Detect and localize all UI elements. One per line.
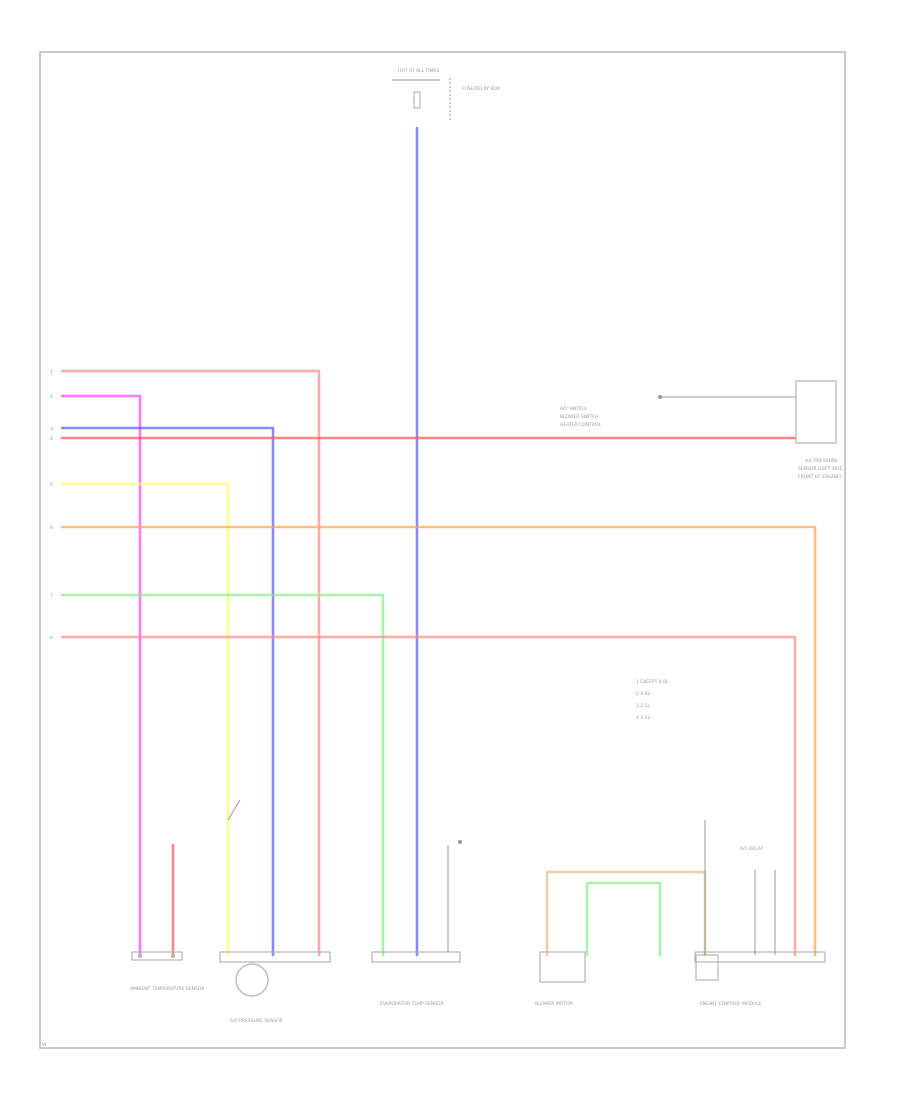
evaporator-connector: EVAPORATOR TEMP SENSOR	[371, 840, 462, 1007]
evaporator-ground-point	[458, 840, 462, 844]
ac-pressure-switch-body	[795, 380, 837, 444]
switch-label-6: FRONT OF ENGINE)	[798, 474, 842, 480]
footer-code: W	[42, 1042, 47, 1048]
side-pin-4: 4	[50, 436, 53, 442]
wire-magenta	[60, 394, 142, 957]
relay-label: A/C RELAY	[740, 846, 763, 852]
side-pin-7: 7	[50, 593, 53, 599]
ambient-sensor-connector	[131, 951, 183, 961]
wire-green	[60, 593, 385, 957]
wire-orange	[60, 525, 817, 957]
control-module-connector	[694, 951, 826, 963]
cabin-sensor-connector	[219, 951, 331, 963]
wire-pink-1	[60, 369, 321, 957]
ac-pressure-switch: A/C SWITCH BLOWER SWITCH HEATER CONTROL …	[560, 380, 842, 480]
blower-label: BLOWER MOTOR	[535, 1001, 573, 1007]
control-module-fuse	[695, 954, 719, 981]
evaporator-label: EVAPORATOR TEMP SENSOR	[380, 1001, 444, 1007]
cabin-sensor-label: A/C PRESSURE SENSOR	[230, 1018, 283, 1024]
wire-pink-2	[60, 635, 797, 957]
ambient-sensor: AMBIENT TEMPERATURE SENSOR	[130, 951, 205, 992]
ambient-pin-1	[138, 954, 142, 958]
relay: A/C RELAY	[740, 846, 776, 955]
switch-terminal	[658, 395, 662, 399]
top-fuse-box: HOT AT ALL TIMES FUSE/RELAY BOX	[392, 68, 500, 120]
cabin-sensor-switch	[227, 799, 241, 821]
blower-relay: BLOWER MOTOR	[535, 951, 586, 1007]
control-module: ENGINE CONTROL MODULE	[694, 820, 826, 1007]
side-pin-3: 3	[50, 426, 53, 432]
side-pin-2: 2	[50, 394, 53, 400]
cabin-sensor: A/C PRESSURE SENSOR	[219, 799, 331, 1024]
wire-blue-2	[60, 426, 275, 957]
side-pin-1: 1	[50, 369, 53, 375]
blower-relay-body	[539, 951, 586, 983]
switch-label-3: HEATER CONTROL	[560, 422, 602, 428]
ambient-pin-2	[171, 954, 175, 958]
ambient-sensor-label: AMBIENT TEMPERATURE SENSOR	[130, 986, 205, 992]
switch-label-1: A/C SWITCH	[560, 406, 587, 412]
fuse-element	[413, 91, 421, 109]
side-pin-labels: 1 2 3 4 5 6 7 8	[50, 369, 53, 641]
diagram-border	[39, 51, 846, 1049]
top-label: HOT AT ALL TIMES	[398, 68, 439, 74]
control-module-label: ENGINE CONTROL MODULE	[700, 1001, 762, 1007]
top-fuse-label: FUSE/RELAY BOX	[462, 86, 500, 92]
wire-green-2	[585, 881, 662, 957]
wire-yellow	[60, 482, 230, 957]
switch-label-2: BLOWER SWITCH	[560, 414, 598, 420]
note-2: 2 4.0L	[636, 691, 650, 697]
side-pin-6: 6	[50, 525, 53, 531]
note-3: 3 2.5L	[636, 703, 650, 709]
notes: 1 EXCEPT 4.0L 2 4.0L 3 2.5L 4 3.5L	[636, 679, 669, 721]
switch-label-5: SENSOR (LEFT SIDE	[798, 466, 842, 472]
wires	[60, 126, 817, 957]
note-4: 4 3.5L	[636, 715, 650, 721]
cabin-sensor-body	[235, 963, 269, 997]
side-pin-8: 8	[50, 635, 53, 641]
wire-tan	[545, 870, 707, 957]
note-1: 1 EXCEPT 4.0L	[636, 679, 669, 685]
evaporator-connector-body	[371, 951, 461, 963]
side-pin-5: 5	[50, 482, 53, 488]
switch-label-4: A/C PRESSURE	[805, 458, 838, 464]
